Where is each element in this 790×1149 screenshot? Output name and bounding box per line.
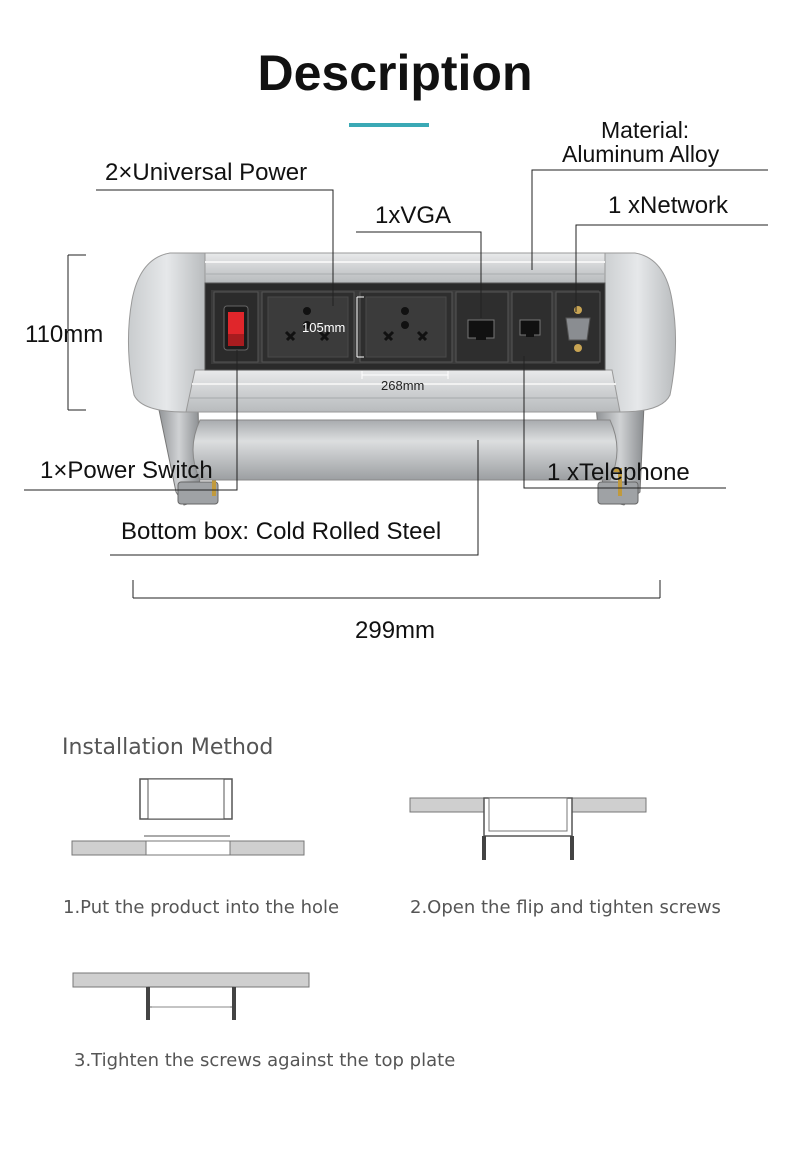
vga-port xyxy=(555,291,601,363)
label-network: 1 xNetwork xyxy=(608,192,729,219)
label-power-switch: 1×Power Switch xyxy=(40,457,213,484)
install-step3-diagram xyxy=(72,972,310,1020)
universal-socket-1 xyxy=(261,291,355,363)
telephone-port xyxy=(511,291,553,363)
label-bottom-box: Bottom box: Cold Rolled Steel xyxy=(121,518,442,545)
universal-socket-2 xyxy=(359,291,453,363)
installation-title: Installation Method xyxy=(62,735,274,760)
network-port xyxy=(455,291,509,363)
install-step3-caption: 3.Tighten the screws against the top pla… xyxy=(74,1050,456,1071)
socket-height-dimension xyxy=(356,296,364,358)
total-width-dimension xyxy=(132,580,661,599)
top-rail xyxy=(204,252,606,284)
label-telephone: 1 xTelephone xyxy=(547,459,690,486)
label-socket-height: 105mm xyxy=(302,320,346,335)
install-step1-diagram xyxy=(71,778,305,856)
bottom-box-drum xyxy=(192,419,618,481)
page-title: Description xyxy=(257,45,533,101)
title-accent-bar xyxy=(349,123,429,127)
label-panel-width: 268mm xyxy=(381,378,425,393)
label-material-line1: Material: xyxy=(601,117,690,143)
install-step2-caption: 2.Open the flip and tighten screws xyxy=(410,897,721,918)
panel-width-dimension xyxy=(361,371,449,379)
power-switch xyxy=(213,291,259,363)
label-material-line2: Aluminum Alloy xyxy=(562,141,720,167)
height-dimension xyxy=(67,254,86,411)
label-universal-power: 2×Universal Power xyxy=(105,159,308,186)
left-end-cap xyxy=(127,252,206,413)
leader-lines xyxy=(24,169,768,556)
left-bracket xyxy=(157,404,219,506)
right-end-cap xyxy=(599,252,677,413)
install-step2-diagram xyxy=(409,797,647,860)
label-total-width: 299mm xyxy=(355,617,436,644)
label-vga: 1xVGA xyxy=(375,202,452,229)
label-height: 110mm xyxy=(25,321,104,348)
install-step1-caption: 1.Put the product into the hole xyxy=(63,897,340,918)
